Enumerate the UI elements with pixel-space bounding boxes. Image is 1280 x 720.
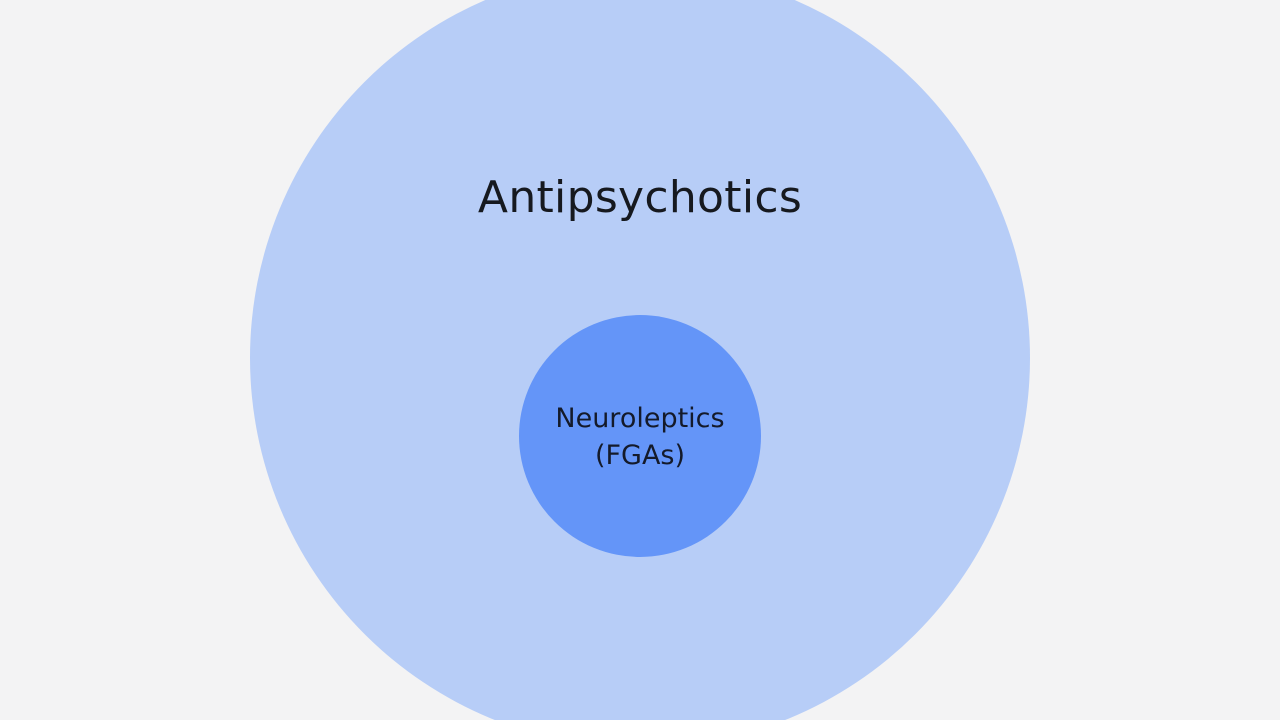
neuroleptics-label-line1: Neuroleptics bbox=[555, 403, 725, 434]
neuroleptics-label-line2: (FGAs) bbox=[594, 440, 686, 471]
antipsychotics-label: Antipsychotics bbox=[477, 172, 803, 223]
neuroleptics-label: Neuroleptics (FGAs) bbox=[519, 400, 761, 474]
neuroleptics-circle bbox=[519, 315, 761, 557]
